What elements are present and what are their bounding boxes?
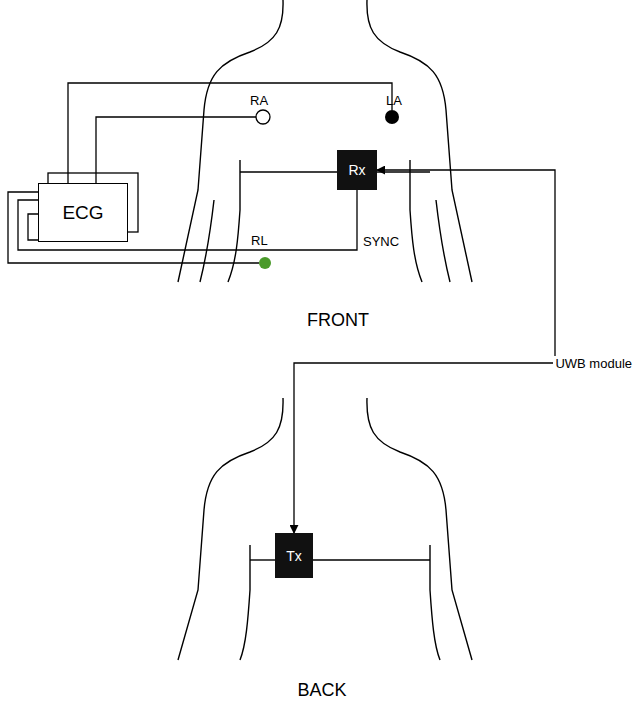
box-text: ECG <box>62 202 103 224</box>
ecg-box: ECG <box>38 183 128 242</box>
transmitter-box: Tx <box>275 533 313 578</box>
electrode-label: RL <box>251 234 268 247</box>
box-text: Rx <box>348 162 365 178</box>
electrode-label: RA <box>250 94 268 107</box>
electrode-label: LA <box>386 94 402 107</box>
box-text: Tx <box>286 548 302 564</box>
connector <box>294 170 555 533</box>
ra-electrode <box>256 110 270 124</box>
signal-label: UWB module <box>553 356 634 371</box>
la-electrode <box>385 110 399 124</box>
front-torso-outline <box>178 0 472 282</box>
view-label: BACK <box>297 681 346 699</box>
back-torso-outline <box>178 398 472 660</box>
view-label: FRONT <box>307 311 369 329</box>
receiver-box: Rx <box>337 150 377 190</box>
rl-electrode <box>259 257 271 269</box>
electrode-wires <box>8 83 392 263</box>
signal-label: SYNC <box>361 234 401 249</box>
